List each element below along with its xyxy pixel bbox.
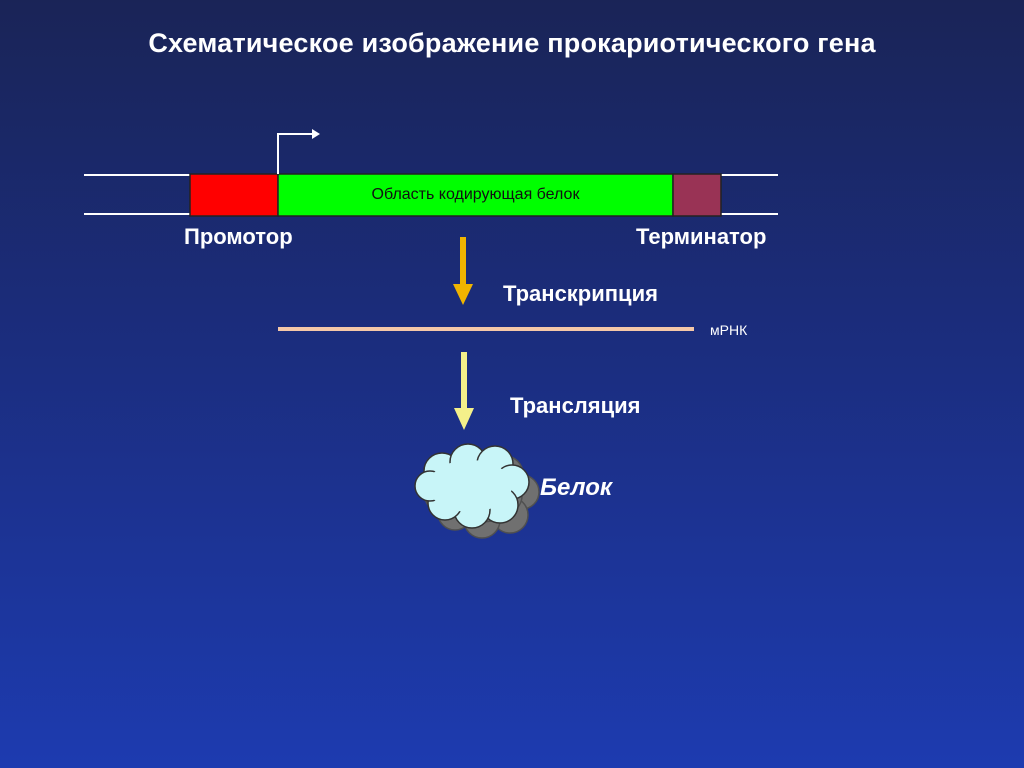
coding-region-label: Область кодирующая белок: [371, 186, 580, 203]
page-title: Схематическое изображение прокариотическ…: [148, 28, 876, 58]
protein-label: Белок: [540, 474, 613, 501]
translation-label: Трансляция: [510, 393, 641, 418]
promoter-label: Промотор: [184, 224, 293, 249]
protein-cloud-icon: [414, 443, 540, 539]
translation-arrow-icon: [454, 352, 474, 430]
terminator-region: [672, 173, 722, 217]
terminator-label: Терминатор: [636, 224, 767, 249]
transcription-label: Транскрипция: [503, 281, 658, 306]
mrna-label: мРНК: [710, 322, 748, 338]
transcription-arrow-icon: [453, 237, 473, 305]
promoter-region: [189, 173, 279, 217]
transcription-start-arrow-icon: [277, 129, 320, 174]
coding-region: [277, 173, 674, 217]
